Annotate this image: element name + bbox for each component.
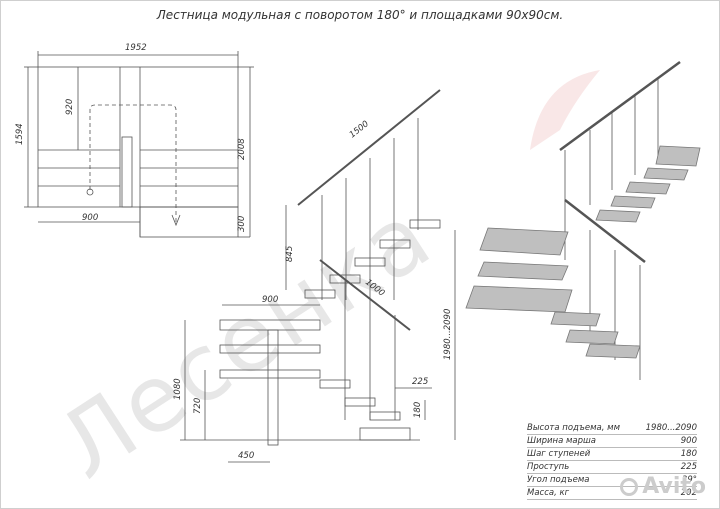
dim-side-225: 225 [412, 377, 428, 387]
dim-plan-2008: 2008 [237, 138, 247, 160]
drawing-title: Лестница модульная с поворотом 180° и пл… [156, 8, 564, 22]
side-view [180, 89, 456, 463]
dim-side-450: 450 [238, 451, 254, 461]
dim-side-900: 900 [262, 295, 278, 305]
isometric-view [559, 60, 681, 380]
dim-plan-width: 1952 [125, 43, 147, 53]
dim-side-180: 180 [413, 402, 423, 418]
avito-dots-icon [620, 477, 639, 496]
isometric-steps [465, 145, 701, 359]
logo-swoosh [530, 70, 600, 150]
dim-side-1080: 1080 [173, 378, 183, 400]
dim-plan-920: 920 [65, 99, 75, 115]
dim-side-1500: 1500 [348, 119, 371, 140]
dim-plan-height: 1594 [15, 123, 25, 145]
dim-side-845: 845 [285, 246, 295, 262]
avito-logo: Avito [620, 474, 706, 499]
dim-side-1980: 1980...2090 [443, 309, 453, 360]
dim-side-720: 720 [193, 398, 203, 414]
dim-plan-900: 900 [82, 213, 98, 223]
dim-plan-300: 300 [237, 216, 247, 232]
plan-view [24, 51, 254, 238]
